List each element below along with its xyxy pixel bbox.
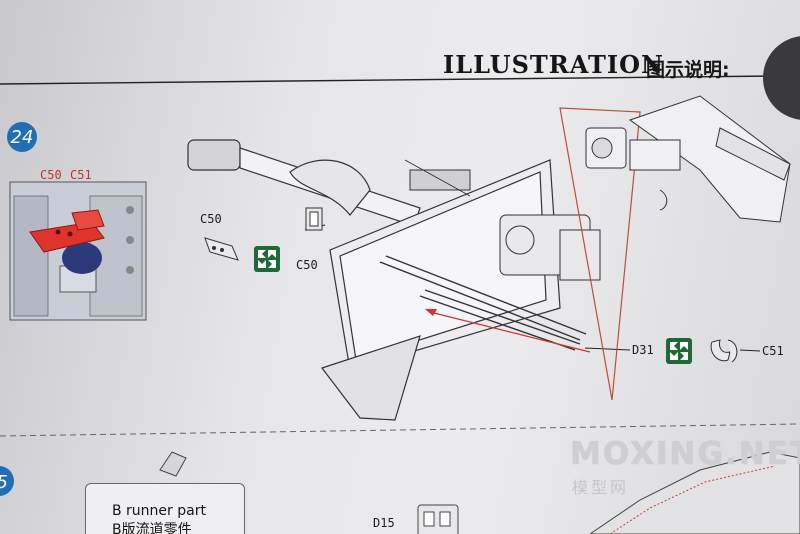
watermark-cn: 模型网	[572, 478, 630, 497]
cement-icon	[666, 338, 692, 364]
part-c50-mid	[305, 207, 323, 231]
corner-tab	[763, 36, 800, 120]
part-label-c50-mid: C50	[296, 258, 318, 272]
part-label-d31: D31	[632, 343, 654, 357]
section-divider	[0, 423, 800, 437]
breech-mechanism	[404, 159, 601, 281]
zoom-callout	[559, 107, 641, 401]
rods	[379, 255, 587, 351]
part-c50-small	[204, 237, 239, 261]
runner-callout-box	[85, 483, 245, 534]
part-label-c51: C51	[762, 344, 784, 358]
red-guide-line	[429, 311, 591, 353]
inset-detail	[9, 181, 147, 321]
runner-label-en: B runner part	[112, 503, 206, 519]
watermark: MOXING.NET	[570, 436, 800, 472]
frame-plate	[321, 159, 561, 421]
page-title: ILLUSTRATION	[443, 50, 664, 79]
runner-label-cn: B版流道零件	[112, 522, 192, 534]
part-label-c50-left: C50	[200, 212, 222, 226]
step-number-badge: 24	[7, 122, 37, 152]
part-c51-clip	[710, 339, 738, 363]
inset-label-c51: C51	[70, 168, 92, 182]
inset-label-c50: C50	[40, 168, 62, 182]
cement-icon	[254, 246, 280, 272]
next-step-badge: 25	[0, 466, 14, 496]
part-label-d15: D15	[373, 516, 395, 530]
lower-step-art	[100, 451, 800, 534]
page-title-cn: 图示说明:	[646, 59, 730, 81]
barrel	[187, 139, 421, 227]
zoom-detail	[585, 95, 791, 223]
header-rule	[0, 75, 776, 85]
